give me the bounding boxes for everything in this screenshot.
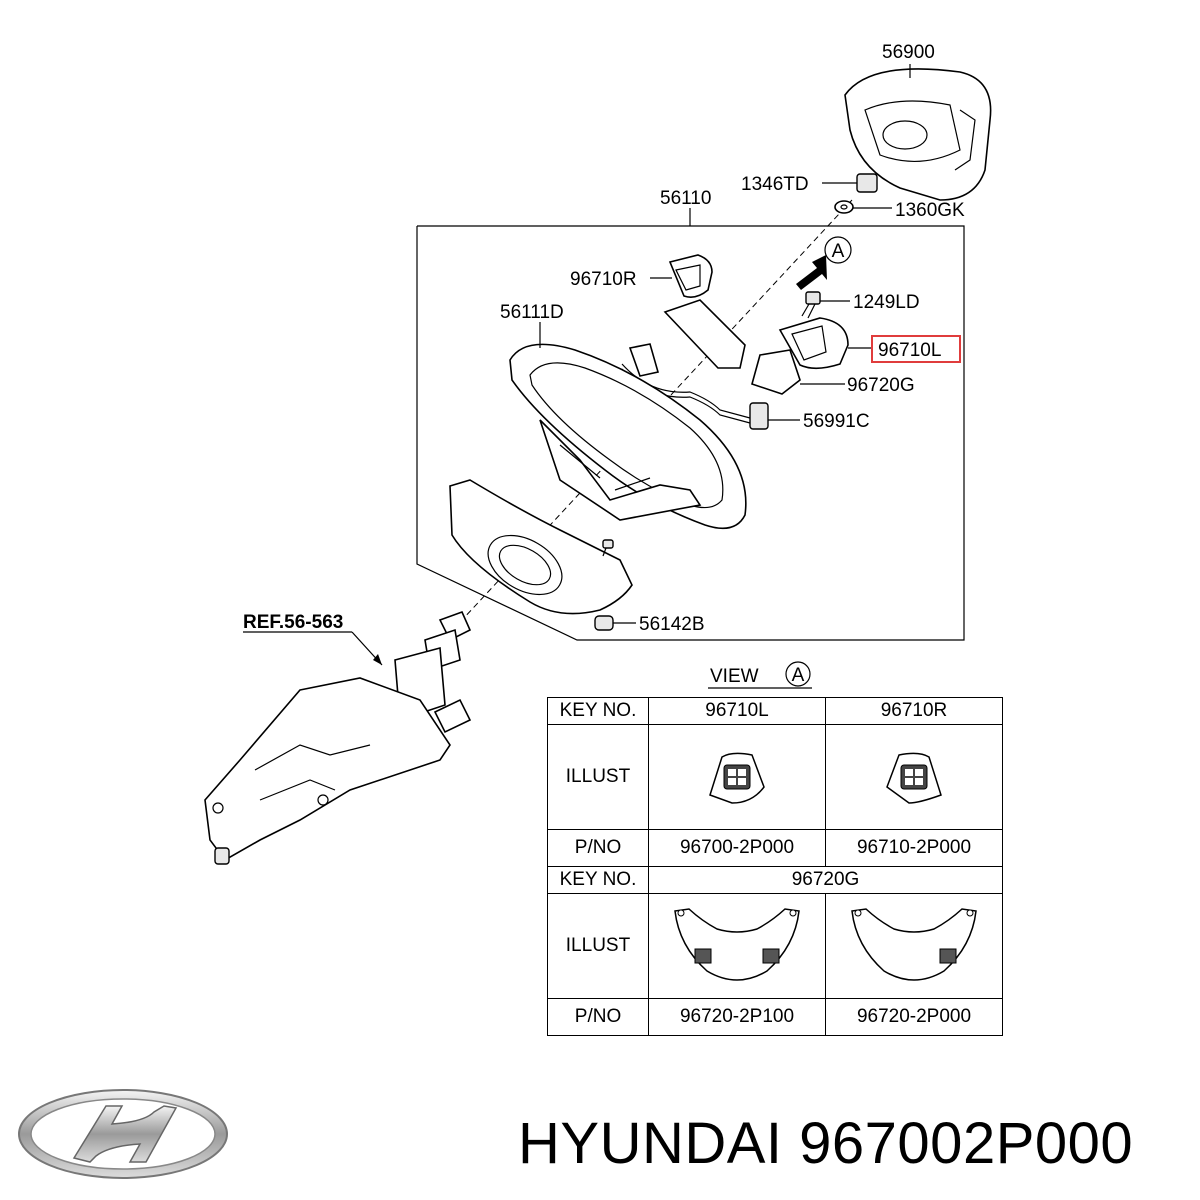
switch-right-part [668,254,713,298]
callout-switch-left: 96710L [878,340,941,361]
view-label-marker: A [792,665,805,686]
washer-part [834,200,854,214]
callout-damper: 56142B [639,614,705,635]
hyundai-logo [18,1089,228,1179]
footer-title: HYUNDAI 967002P000 [518,1110,1133,1177]
key-no-label: KEY NO. [547,866,649,894]
view-a-arrow [796,255,827,290]
table-row: ILLUST [547,893,1003,999]
callout-wheel-assy: 56110 [660,188,711,209]
switch-left-illustration [648,724,826,830]
center-axis-line [461,199,853,621]
switch-left-pno: 96700-2P000 [648,829,826,867]
view-a-circle [824,236,852,264]
callout-switch-right: 96710R [570,269,637,290]
steering-wheel-part [509,343,747,530]
table-row: KEY NO. 96720G [547,866,1003,894]
bezel-pno-2: 96720-2P000 [825,998,1003,1036]
illust-label: ILLUST [547,893,649,999]
callout-bolt: 1249LD [853,292,920,313]
callout-airbag: 56900 [882,42,935,63]
callout-washer: 1360GK [895,200,965,221]
callout-nut: 1346TD [741,174,809,195]
bezel-illustration-1 [648,893,826,999]
switch-right-illustration [825,724,1003,830]
table-row: P/NO 96700-2P000 96710-2P000 [547,829,1003,867]
illust-label: ILLUST [547,724,649,830]
table-row: P/NO 96720-2P100 96720-2P000 [547,998,1003,1036]
footer-part-number: 967002P000 [799,1111,1134,1176]
switch-right-pno: 96710-2P000 [825,829,1003,867]
screw-part [602,539,614,557]
switch-right-key: 96710R [825,697,1003,725]
nut-part [856,173,878,193]
highlight-box [871,335,961,363]
view-label-circle [785,661,811,687]
footer-brand: HYUNDAI [518,1111,783,1176]
parts-key-table: KEY NO. 96710L 96710R ILLUST [547,697,1003,1036]
view-label: VIEW [710,666,759,687]
pno-label: P/NO [547,998,649,1036]
lower-cover-part [449,479,633,615]
bezel-pno-1: 96720-2P100 [648,998,826,1036]
assembly-frame [416,225,965,641]
callout-harness: 56991C [803,411,870,432]
switch-left-key: 96710L [648,697,826,725]
table-row: ILLUST [547,724,1003,830]
leader-lines [351,64,911,666]
bezel-illustration-2 [825,893,1003,999]
steering-column [204,610,472,865]
airbag-module [844,68,992,201]
bolt-part [801,291,821,319]
damper-part [594,615,614,631]
callout-wheel-body: 56111D [500,302,564,323]
bezel-key: 96720G [648,866,1003,894]
callout-bezel: 96720G [847,375,915,396]
view-a-letter: A [832,241,845,262]
pno-label: P/NO [547,829,649,867]
bezel-bracket-part [628,299,801,395]
table-row: KEY NO. 96710L 96710R [547,697,1003,725]
callout-column-ref: REF.56-563 [243,612,343,633]
switch-left-part [778,317,849,370]
key-no-label: KEY NO. [547,697,649,725]
